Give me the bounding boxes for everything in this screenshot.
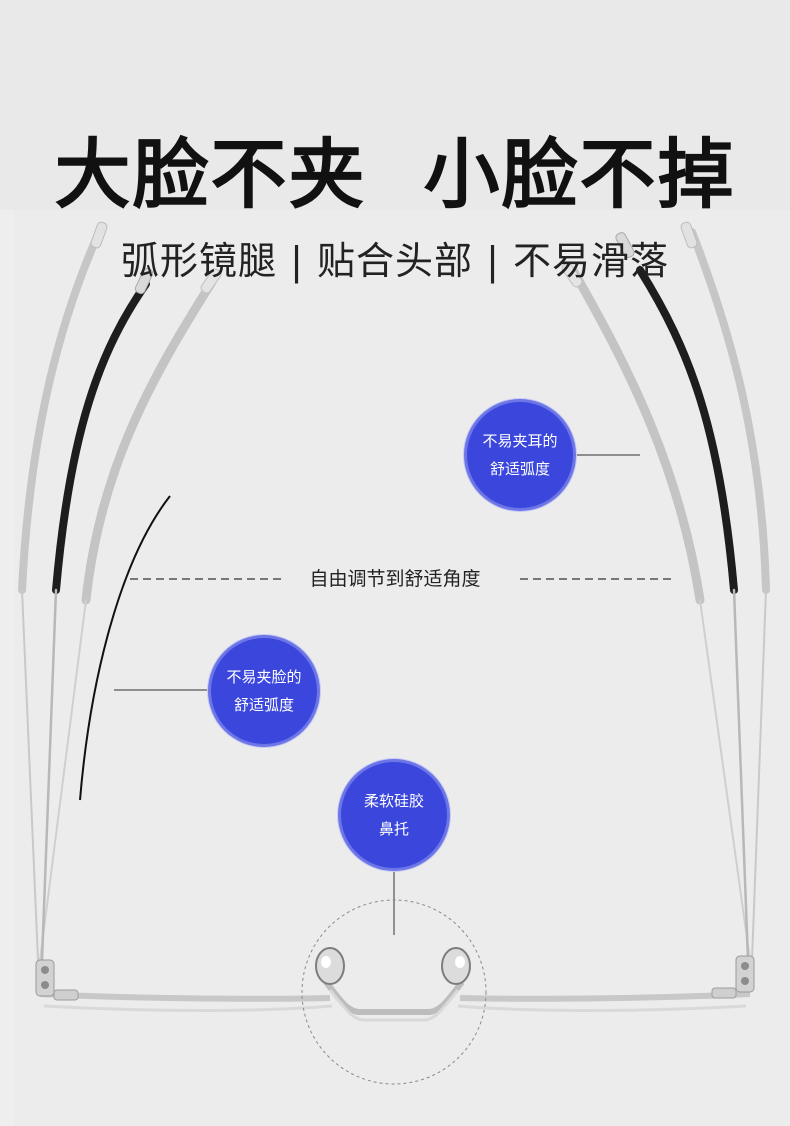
ear-badge-line-2: 舒适弧度 <box>489 460 550 478</box>
nose-pad-badge: 柔软硅胶 鼻托 <box>341 762 447 868</box>
ear-badge-line-1: 不易夹耳的 <box>482 432 558 450</box>
face-badge-line-1: 不易夹脸的 <box>226 668 302 686</box>
front-frame <box>35 955 755 1012</box>
left-temple-ghost-inner <box>39 277 217 961</box>
left-temple-black <box>40 280 150 962</box>
nose-badge-line-1: 柔软硅胶 <box>363 792 424 810</box>
headline: 大脸不夹 小脸不掉 <box>54 130 736 219</box>
face-comfort-badge: 不易夹脸的 舒适弧度 <box>211 638 317 744</box>
left-temple-ghost-outer <box>18 226 104 961</box>
right-temple-ghost-outer <box>688 228 770 961</box>
nose-pad-icon <box>301 899 487 1085</box>
content-background <box>14 210 790 1126</box>
ear-comfort-badge: 不易夹耳的 舒适弧度 <box>467 402 573 508</box>
face-badge-line-2: 舒适弧度 <box>233 696 294 714</box>
adjust-angle-label: 自由调节到舒适角度 <box>309 568 481 590</box>
subline: 弧形镜腿 | 贴合头部 | 不易滑落 <box>121 239 669 283</box>
nose-badge-line-2: 鼻托 <box>378 820 409 838</box>
right-temple-black <box>636 266 750 962</box>
right-temple-ghost-inner <box>569 267 751 961</box>
header-background <box>0 0 790 210</box>
